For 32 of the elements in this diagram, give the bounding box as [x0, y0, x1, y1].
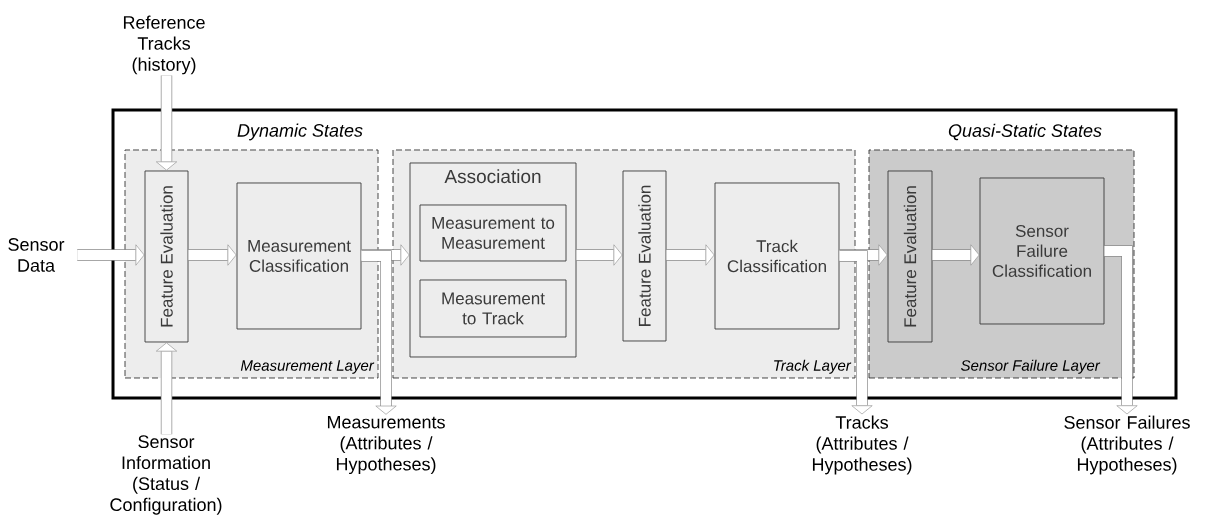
- section-title: Dynamic States: [237, 123, 363, 141]
- block-arrow: [156, 342, 177, 435]
- text-label: Measurements (Attributes / Hypotheses): [327, 415, 445, 475]
- block-arrow: [576, 244, 623, 266]
- block-arrow: [188, 244, 237, 266]
- block-arrow: [932, 244, 980, 266]
- process-box: Track Classification: [714, 182, 840, 330]
- text-label: Sensor Failures (Attributes / Hypotheses): [1064, 415, 1190, 475]
- block-arrow: [77, 244, 145, 266]
- text-label: Tracks (Attributes / Hypotheses): [812, 415, 912, 475]
- text-label: Sensor Information (Status / Configuration): [110, 435, 222, 515]
- process-box: Measurement to Measurement: [419, 204, 567, 262]
- layer-label: Measurement Layer: [240, 360, 375, 374]
- group-title: Association: [444, 169, 541, 184]
- layer-label: Sensor Failure Layer: [961, 359, 1101, 374]
- process-box: Sensor Failure Classification: [979, 177, 1105, 325]
- layer-label: Track Layer: [774, 359, 852, 374]
- block-arrow: [361, 250, 397, 415]
- text-label: Sensor Data: [8, 238, 65, 272]
- section-title: Quasi-Static States: [948, 123, 1102, 141]
- process-box: Feature Evaluation: [622, 170, 667, 342]
- block-arrow: [839, 250, 873, 415]
- block-arrow: [839, 244, 888, 266]
- process-box: Measurement Classification: [236, 182, 362, 330]
- block-arrow: [361, 244, 410, 266]
- block-arrow: [1104, 245, 1138, 415]
- block-arrow: [156, 75, 177, 171]
- process-box: Feature Evaluation: [887, 170, 933, 343]
- process-box: Feature Evaluation: [144, 170, 189, 343]
- block-arrow: [666, 244, 715, 266]
- text-label: Reference Tracks (history): [123, 15, 205, 75]
- process-box: Measurement to Track: [419, 279, 567, 338]
